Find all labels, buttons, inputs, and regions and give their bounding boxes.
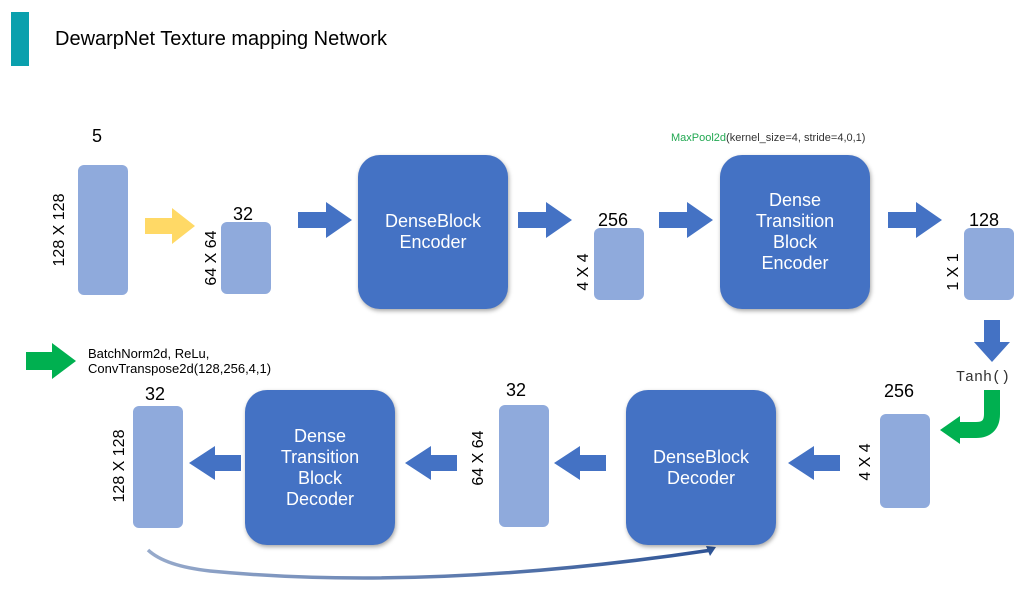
arrow-stem-to-encoder	[298, 202, 352, 238]
arrow-decoder-to-dense-out	[554, 446, 606, 480]
arrow-legend-green	[26, 343, 76, 379]
arrow-input-yellow	[145, 208, 195, 244]
tanh-label: Tanh()	[956, 369, 1011, 386]
up-out-tensor	[880, 414, 930, 508]
transition-block-decoder: Dense Transition Block Decoder	[245, 390, 395, 545]
up-out-channels: 256	[884, 381, 915, 401]
input-size-label: 128 X 128	[51, 193, 68, 267]
decoder-dense-out-size-label: 64 X 64	[470, 430, 487, 486]
input-channels: 5	[92, 126, 103, 146]
maxpool-note: MaxPool2d(kernel_size=4, stride=4,0,1)	[671, 132, 866, 144]
bottleneck-size-label: 1 X 1	[945, 253, 962, 291]
dense-out-size-label: 4 X 4	[575, 253, 592, 291]
arrow-dense-out-to-transition-decoder	[405, 446, 457, 480]
decoder-dense-out-tensor	[499, 405, 549, 527]
stem-out-tensor	[221, 222, 271, 294]
output-tensor	[133, 406, 183, 528]
output-channels: 32	[145, 384, 166, 404]
arrow-dense-out-to-transition	[659, 202, 713, 238]
arrow-up-out-to-decoder	[788, 446, 840, 480]
arrow-encoder-to-dense-out	[518, 202, 572, 238]
stem-out-size-label: 64 X 64	[203, 230, 220, 286]
decoder-dense-out-channels: 32	[506, 380, 527, 400]
arrow-transition-decoder-to-output	[189, 446, 241, 480]
arrow-transition-to-bottleneck	[888, 202, 942, 238]
output-size-label: 128 X 128	[111, 429, 128, 503]
input-tensor	[78, 165, 128, 295]
page-title: DewarpNet Texture mapping Network	[55, 28, 388, 50]
bottleneck-tensor	[964, 228, 1014, 300]
dense-out-channels: 256	[598, 210, 629, 230]
title-accent-bar	[11, 12, 29, 66]
skip-connection-curve	[146, 548, 713, 580]
denseblock-encoder: DenseBlock Encoder	[358, 155, 508, 309]
dense-out-tensor	[594, 228, 644, 300]
transition-block-encoder: Dense Transition Block Encoder	[720, 155, 870, 309]
legend-text: BatchNorm2d, ReLu, ConvTranspose2d(128,2…	[88, 346, 272, 376]
stem-out-channels: 32	[233, 204, 254, 224]
arrow-tanh-curve-green	[958, 390, 1000, 438]
denseblock-decoder: DenseBlock Decoder	[626, 390, 776, 545]
arrow-bottleneck-down	[974, 320, 1010, 362]
up-out-size-label: 4 X 4	[857, 443, 874, 481]
bottleneck-channels: 128	[969, 210, 1000, 230]
